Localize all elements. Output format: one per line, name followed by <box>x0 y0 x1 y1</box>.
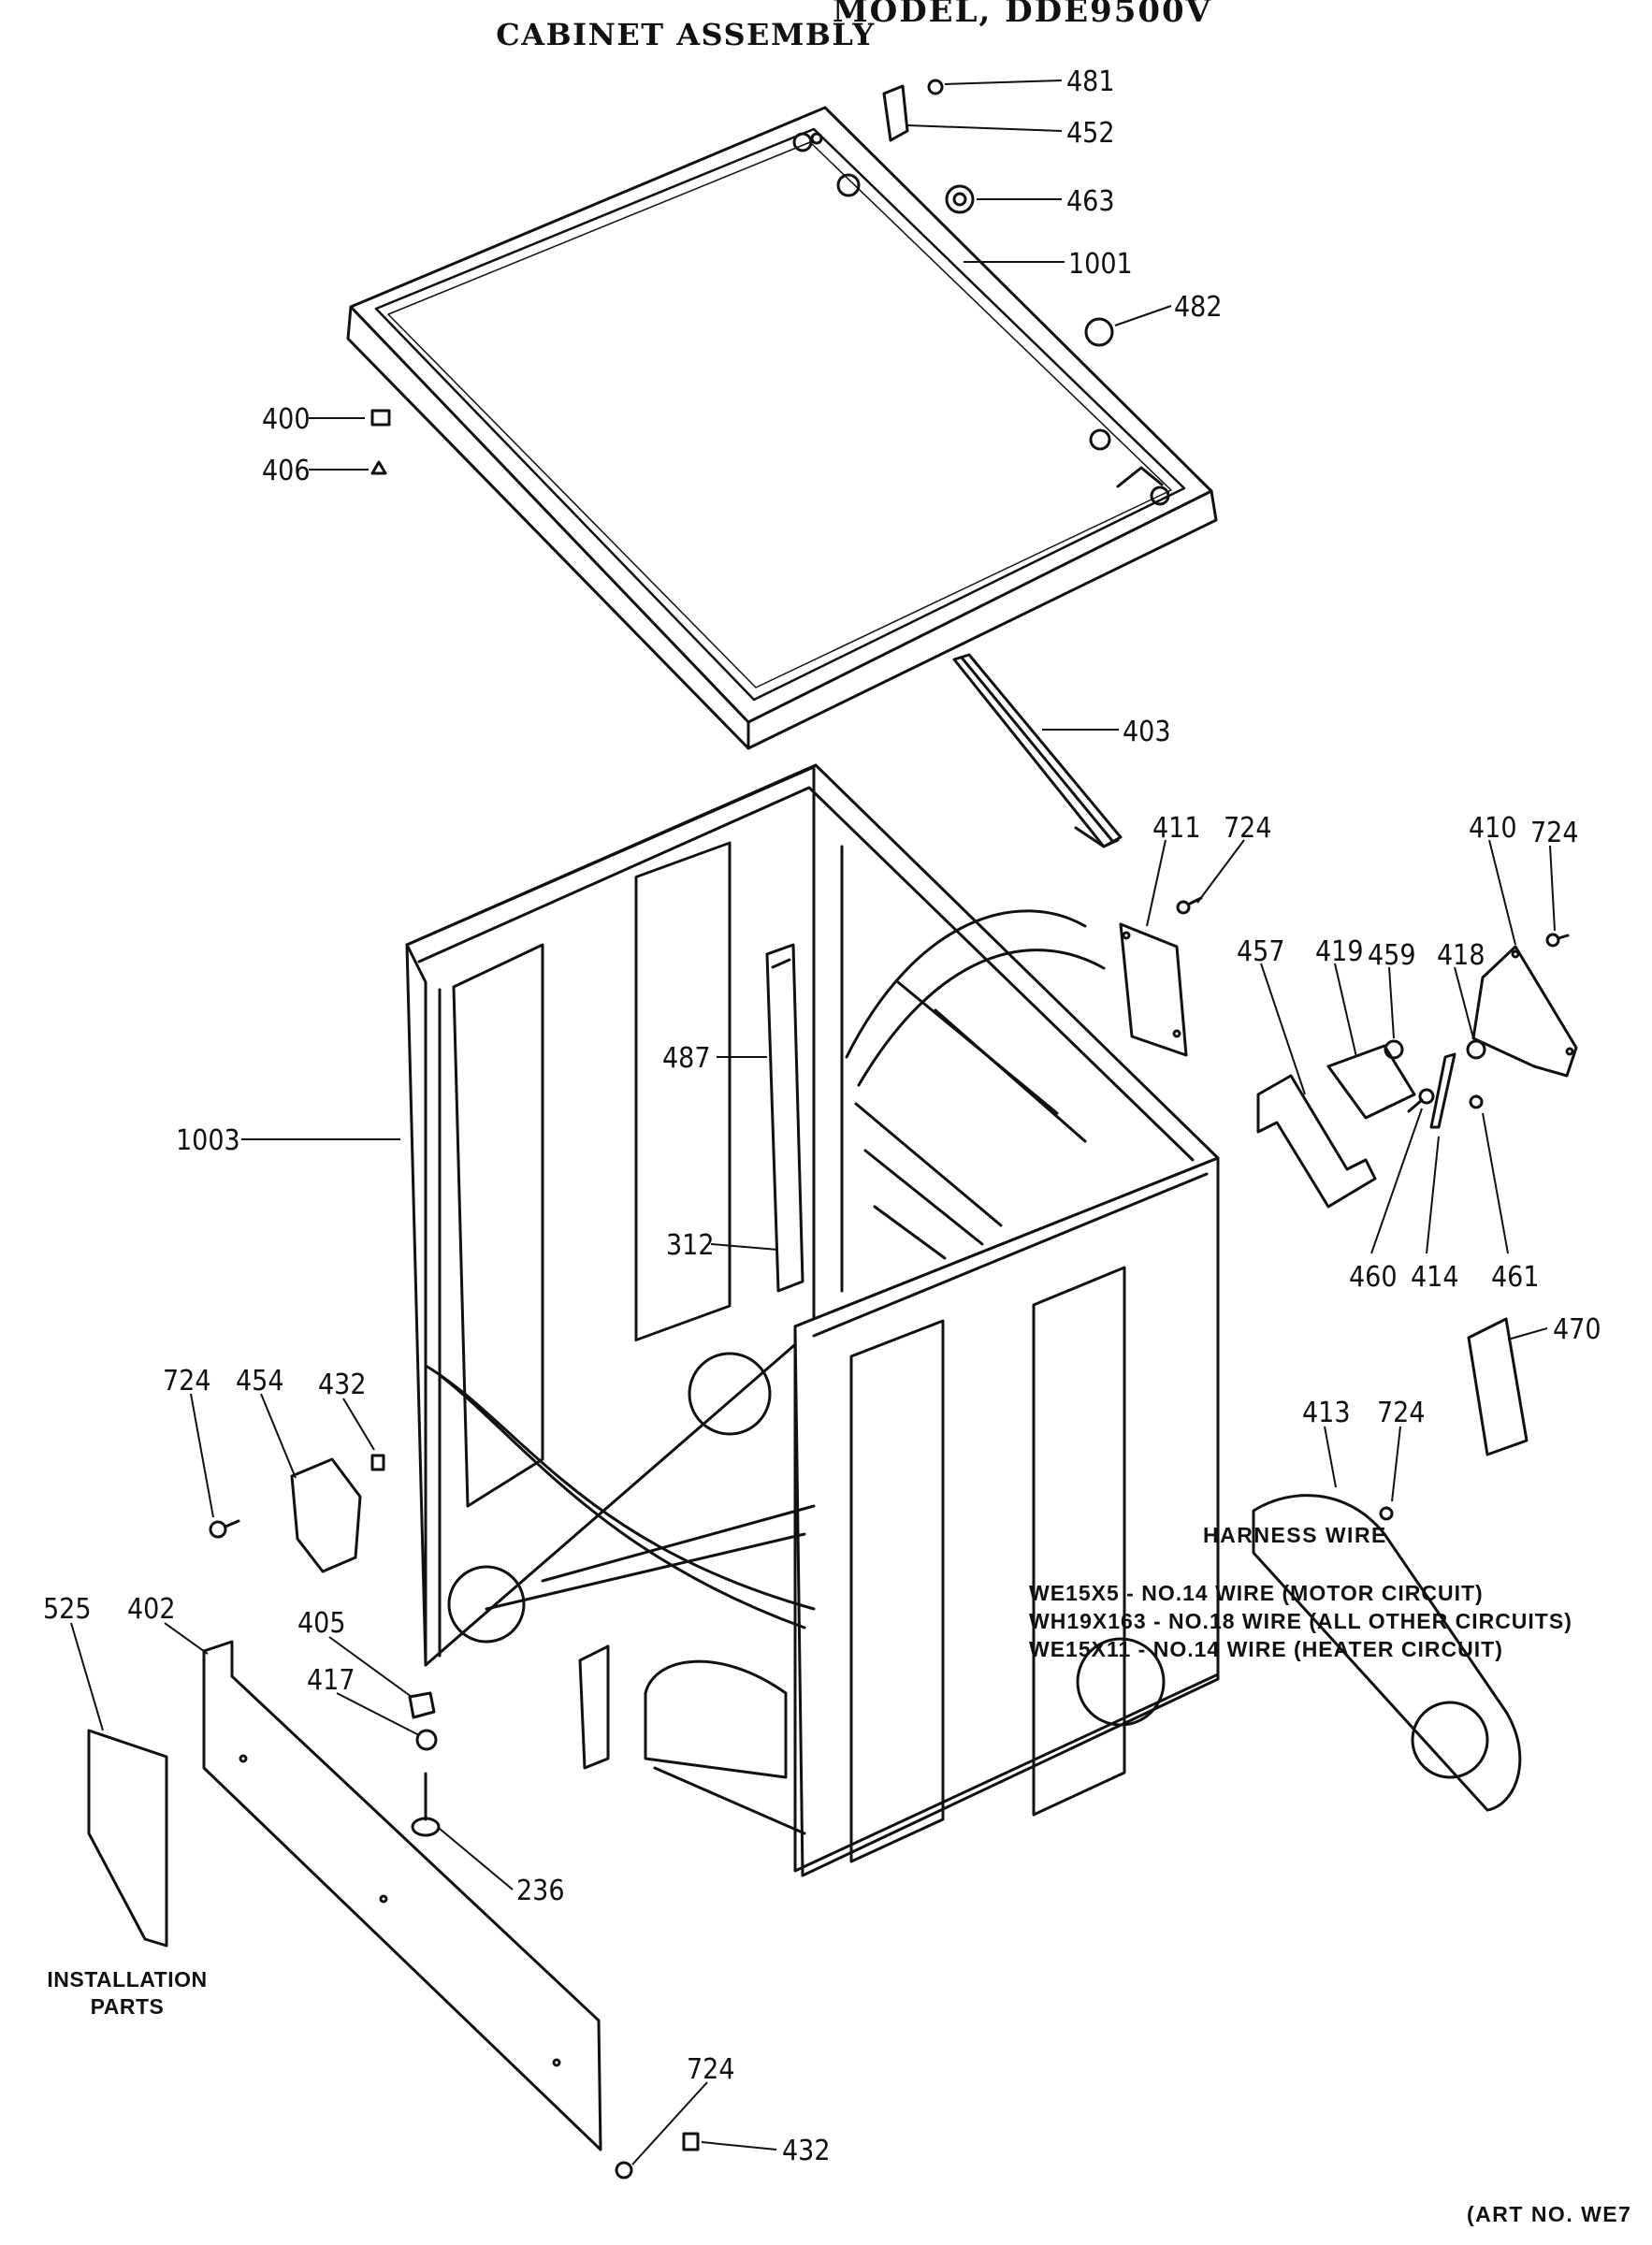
part-457-bracket <box>1256 1074 1377 1209</box>
part-470-cover <box>1467 1317 1529 1456</box>
callout-403: 403 <box>1123 716 1171 748</box>
callout-463: 463 <box>1066 185 1115 218</box>
callout-459: 459 <box>1368 939 1416 972</box>
installation-parts-note: INSTALLATION PARTS <box>34 1966 221 2020</box>
part-432-clip <box>370 1454 385 1471</box>
part-236-leg <box>411 1772 441 1837</box>
callout-400: 400 <box>262 403 311 436</box>
installation-line-2: PARTS <box>90 1994 165 2019</box>
callout-525: 525 <box>43 1593 92 1626</box>
art-number: (ART NO. WE7 <box>1467 2202 1632 2226</box>
part-461-screw <box>1469 1094 1484 1109</box>
callout-470: 470 <box>1553 1313 1601 1346</box>
callout-labels: 481 452 463 1001 482 400 406 403 411 724… <box>43 65 1601 2167</box>
screw-724-a <box>1176 896 1203 915</box>
installation-line-1: INSTALLATION <box>47 1967 208 1992</box>
top-panel <box>346 106 1218 750</box>
cabinet-body <box>405 763 1220 1877</box>
callout-724-b: 724 <box>1530 817 1579 849</box>
callout-452: 452 <box>1066 117 1115 150</box>
part-419-switch <box>1326 1044 1416 1120</box>
part-525-envelope <box>87 1729 168 1948</box>
part-432-clip-b <box>682 2132 700 2151</box>
callout-457: 457 <box>1237 935 1285 968</box>
screw-724-e <box>615 2161 633 2180</box>
callout-724-c: 724 <box>163 1365 211 1398</box>
part-414-strap <box>1429 1052 1456 1129</box>
page-title: CABINET ASSEMBLY <box>496 17 876 52</box>
part-405-bracket <box>408 1691 436 1719</box>
callout-432-b: 432 <box>782 2135 831 2167</box>
part-400-clip <box>370 409 391 427</box>
part-482-plug <box>1084 317 1114 347</box>
screw-724-c <box>209 1519 240 1539</box>
callout-402: 402 <box>127 1593 176 1626</box>
part-406-screw <box>370 460 387 475</box>
callout-417: 417 <box>307 1664 355 1697</box>
leader-lines <box>70 80 1556 2165</box>
harness-wire-line-3: WE15X11 - NO.14 WIRE (HEATER CIRCUIT) <box>1029 1637 1503 1661</box>
part-452-hinge <box>882 84 909 142</box>
part-417-nut <box>415 1729 438 1751</box>
callout-418: 418 <box>1437 939 1485 972</box>
harness-wire-line-1: WE15X5 - NO.14 WIRE (MOTOR CIRCUIT) <box>1029 1581 1484 1605</box>
callout-454: 454 <box>236 1365 284 1398</box>
part-403-strap <box>952 653 1123 848</box>
part-418-nut <box>1466 1039 1486 1060</box>
callout-481: 481 <box>1066 65 1115 98</box>
callout-414: 414 <box>1411 1261 1459 1294</box>
part-460-screw <box>1407 1088 1435 1113</box>
callout-724-a: 724 <box>1224 812 1272 845</box>
part-413-cover <box>1252 1494 1522 1812</box>
callout-406: 406 <box>262 455 311 487</box>
callout-432-a: 432 <box>318 1369 367 1401</box>
callout-411: 411 <box>1152 812 1201 845</box>
callout-487: 487 <box>662 1042 711 1075</box>
callout-460: 460 <box>1349 1261 1398 1294</box>
callout-482: 482 <box>1174 291 1223 324</box>
screw-724-d <box>1379 1506 1394 1521</box>
callout-419: 419 <box>1315 935 1364 968</box>
part-463-bumper <box>945 184 975 214</box>
screw-724-b <box>1545 933 1570 948</box>
callout-461: 461 <box>1491 1261 1540 1294</box>
callout-413: 413 <box>1302 1397 1351 1429</box>
callout-312: 312 <box>666 1229 715 1262</box>
callout-405: 405 <box>297 1607 346 1640</box>
callout-236: 236 <box>516 1875 565 1907</box>
part-411-bracket <box>1119 922 1188 1057</box>
callout-410: 410 <box>1469 812 1517 845</box>
part-454-switch <box>290 1457 362 1573</box>
part-410-plate <box>1471 945 1578 1078</box>
callout-724-d: 724 <box>1377 1397 1426 1429</box>
harness-wire-line-2: WH19X163 - NO.18 WIRE (ALL OTHER CIRCUIT… <box>1029 1609 1572 1633</box>
callout-1003: 1003 <box>176 1124 240 1157</box>
callout-1001: 1001 <box>1068 248 1133 281</box>
harness-wire-title: HARNESS WIRE <box>1203 1523 1387 1547</box>
callout-724-e: 724 <box>687 2053 735 2086</box>
part-402-toe-panel <box>202 1640 602 2151</box>
part-459-nut <box>1384 1039 1404 1060</box>
part-481-screw <box>927 79 944 95</box>
